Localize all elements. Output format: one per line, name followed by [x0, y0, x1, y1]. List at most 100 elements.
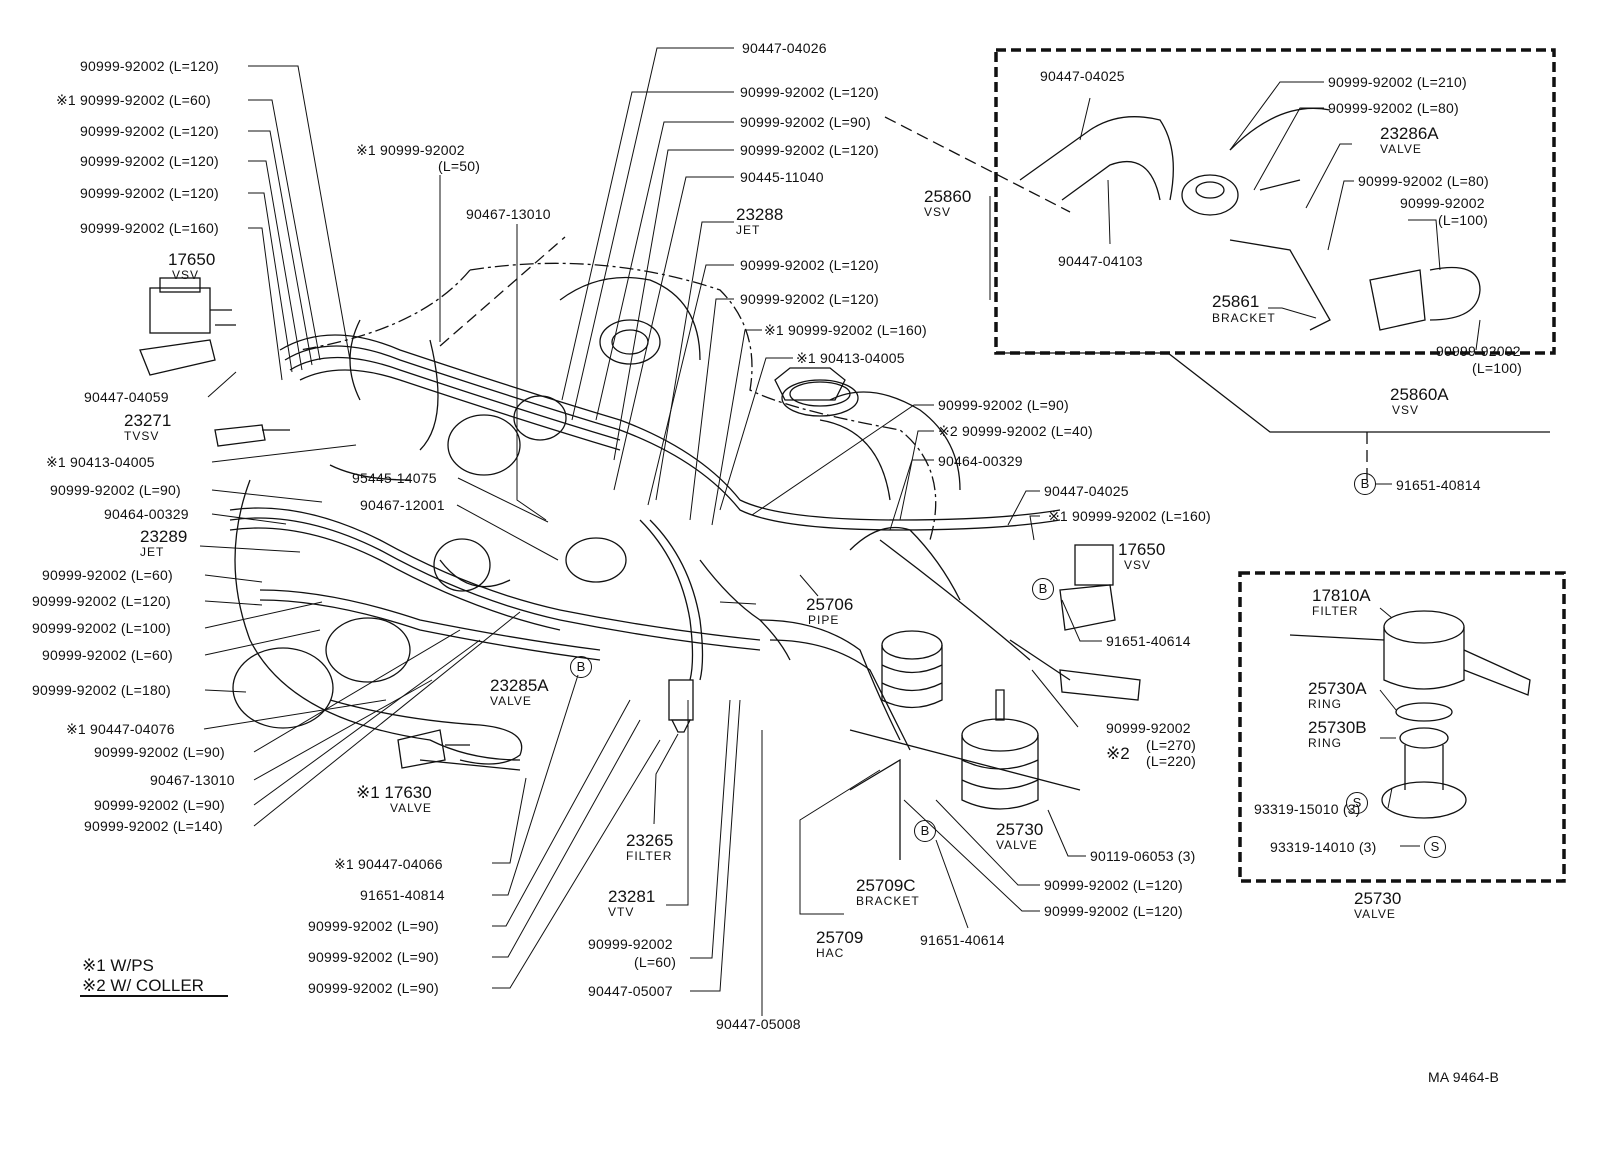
- part-name-ring: RING: [1308, 697, 1342, 711]
- callout-hose-90: 90999-92002 (L=90): [308, 918, 439, 934]
- hac-valve-detail-box: [1238, 571, 1566, 883]
- part-number-25860: 25860: [924, 187, 972, 206]
- callout-hose-40: ※2 90999-92002 (L=40): [938, 423, 1093, 439]
- callout-hose-120: 90999-92002 (L=120): [80, 185, 219, 201]
- part-name-bracket: BRACKET: [856, 894, 920, 908]
- part-name-filter: FILTER: [626, 849, 673, 863]
- hac-25709: [849, 630, 1081, 860]
- callout-90467-12001: 90467-12001: [360, 497, 445, 513]
- callout-hose-coller-length-270: (L=270): [1146, 737, 1197, 753]
- hose-bundle: [229, 276, 1071, 771]
- callout-hose-160: ※1 90999-92002 (L=160): [1048, 508, 1211, 524]
- reference-marker-b: B: [570, 656, 592, 678]
- callout-hose-100-length: (L=100): [1472, 360, 1523, 376]
- callout-hose-50-length: (L=50): [438, 158, 481, 174]
- callout-93319-14010: 93319-14010 (3): [1270, 839, 1377, 855]
- callout-hose-60: 90999-92002 (L=60): [42, 567, 173, 583]
- callout-hose-60: 90999-92002: [588, 936, 673, 952]
- part-number-17650: 17650: [1118, 540, 1166, 559]
- part-number-23289: 23289: [140, 527, 188, 546]
- reference-marker-b: B: [914, 820, 936, 842]
- reference-marker-s: S: [1424, 836, 1446, 858]
- callout-90467-13010: 90467-13010: [466, 206, 551, 222]
- callout-hose-120: 90999-92002 (L=120): [80, 58, 219, 74]
- part-name-valve: VALVE: [996, 838, 1038, 852]
- callout-90464-00329: 90464-00329: [938, 453, 1023, 469]
- part-name-vsv: VSV: [1124, 558, 1152, 572]
- callout-hose-90: 90999-92002 (L=90): [50, 482, 181, 498]
- valve-25730-main: [961, 689, 1039, 810]
- callout-91651-40814: 91651-40814: [1396, 477, 1481, 493]
- part-number-17650: 17650: [168, 250, 216, 269]
- callout-90467-13010: 90467-13010: [150, 772, 235, 788]
- vsv-detail-box: [994, 48, 1556, 355]
- vsv-17650-left: [139, 277, 236, 376]
- callout-hose-60: 90999-92002 (L=60): [42, 647, 173, 663]
- callout-91651-40614: 91651-40614: [920, 932, 1005, 948]
- callout-90464-00329: 90464-00329: [104, 506, 189, 522]
- callout-hose-180: 90999-92002 (L=180): [32, 682, 171, 698]
- part-number-25860a: 25860A: [1390, 385, 1449, 404]
- callout-91651-40814: 91651-40814: [360, 887, 445, 903]
- callout-hose-120: 90999-92002 (L=120): [32, 593, 171, 609]
- callout-90447-04066: ※1 90447-04066: [334, 856, 443, 872]
- part-number-25730: 25730: [1354, 889, 1402, 908]
- callout-hose-120: 90999-92002 (L=120): [740, 291, 879, 307]
- reference-marker-s: S: [1346, 792, 1368, 814]
- part-number-23288: 23288: [736, 205, 784, 224]
- callout-90447-04026: 90447-04026: [742, 40, 827, 56]
- part-name-tvsv: TVSV: [124, 429, 160, 443]
- callout-90447-04025: 90447-04025: [1044, 483, 1129, 499]
- coller-note-mark: ※2: [1106, 744, 1130, 763]
- part-number-25709c: 25709C: [856, 876, 916, 895]
- callout-hose-160: 90999-92002 (L=160): [80, 220, 219, 236]
- part-name-valve: VALVE: [1380, 142, 1422, 156]
- callout-hose-coller-length-220: (L=220): [1146, 753, 1197, 769]
- part-name-valve: VALVE: [390, 801, 432, 815]
- callout-hose-coller: 90999-92002: [1106, 720, 1191, 736]
- part-name-valve: VALVE: [1354, 907, 1396, 921]
- vsv-17650-right: [1059, 544, 1116, 631]
- callout-hose-120: 90999-92002 (L=120): [740, 84, 879, 100]
- legend-note-ps: ※1 W/PS: [82, 956, 154, 975]
- part-name-jet: JET: [736, 223, 761, 237]
- callout-93319-15010: 93319-15010 (3): [1254, 801, 1361, 817]
- callout-hose-120: 90999-92002 (L=120): [740, 142, 879, 158]
- callout-hose-120: 90999-92002 (L=120): [80, 123, 219, 139]
- reference-line-box: [996, 352, 1550, 433]
- callout-hose-80: 90999-92002 (L=80): [1358, 173, 1489, 189]
- callout-hose-100: 90999-92002 (L=100): [32, 620, 171, 636]
- callout-90447-04103: 90447-04103: [1058, 253, 1143, 269]
- reference-marker-b: B: [1354, 473, 1376, 495]
- callout-90445-11040: 90445-11040: [740, 169, 824, 185]
- part-number-25730b: 25730B: [1308, 718, 1367, 737]
- callout-hose-60: ※1 90999-92002 (L=60): [56, 92, 211, 108]
- part-name-vtv: VTV: [608, 905, 635, 919]
- callout-hose-120: 90999-92002 (L=120): [1044, 877, 1183, 893]
- callout-hose-100: 90999-92002: [1400, 195, 1485, 211]
- callout-hose-90: 90999-92002 (L=90): [740, 114, 871, 130]
- callout-hose-120: 90999-92002 (L=120): [80, 153, 219, 169]
- part-number-23286a: 23286A: [1380, 124, 1439, 143]
- engine-body-sketch: [232, 319, 859, 761]
- callout-90413-04005: ※1 90413-04005: [796, 350, 905, 366]
- part-number-23271: 23271: [124, 411, 172, 430]
- filter-cap: [774, 367, 846, 401]
- callout-90413-04005: ※1 90413-04005: [46, 454, 155, 470]
- part-name-valve: VALVE: [490, 694, 532, 708]
- callout-hose-50: ※1 90999-92002: [356, 142, 465, 158]
- part-number-23285a: 23285A: [490, 676, 549, 695]
- callout-90119-06053: 90119-06053 (3): [1090, 848, 1196, 864]
- drawing-code: MA 9464-B: [1428, 1069, 1500, 1085]
- callout-hose-100: 90999-92002: [1436, 343, 1521, 359]
- callout-hose-120: 90999-92002 (L=120): [1044, 903, 1183, 919]
- engine-outline: [299, 262, 937, 541]
- right-box-vsv-assembly: [1019, 107, 1481, 331]
- callout-hose-90: 90999-92002 (L=90): [94, 797, 225, 813]
- right-box-valve-assembly: [1289, 610, 1531, 819]
- part-name-pipe: PIPE: [808, 613, 840, 627]
- part-name-jet: JET: [140, 545, 165, 559]
- part-number-25730a: 25730A: [1308, 679, 1367, 698]
